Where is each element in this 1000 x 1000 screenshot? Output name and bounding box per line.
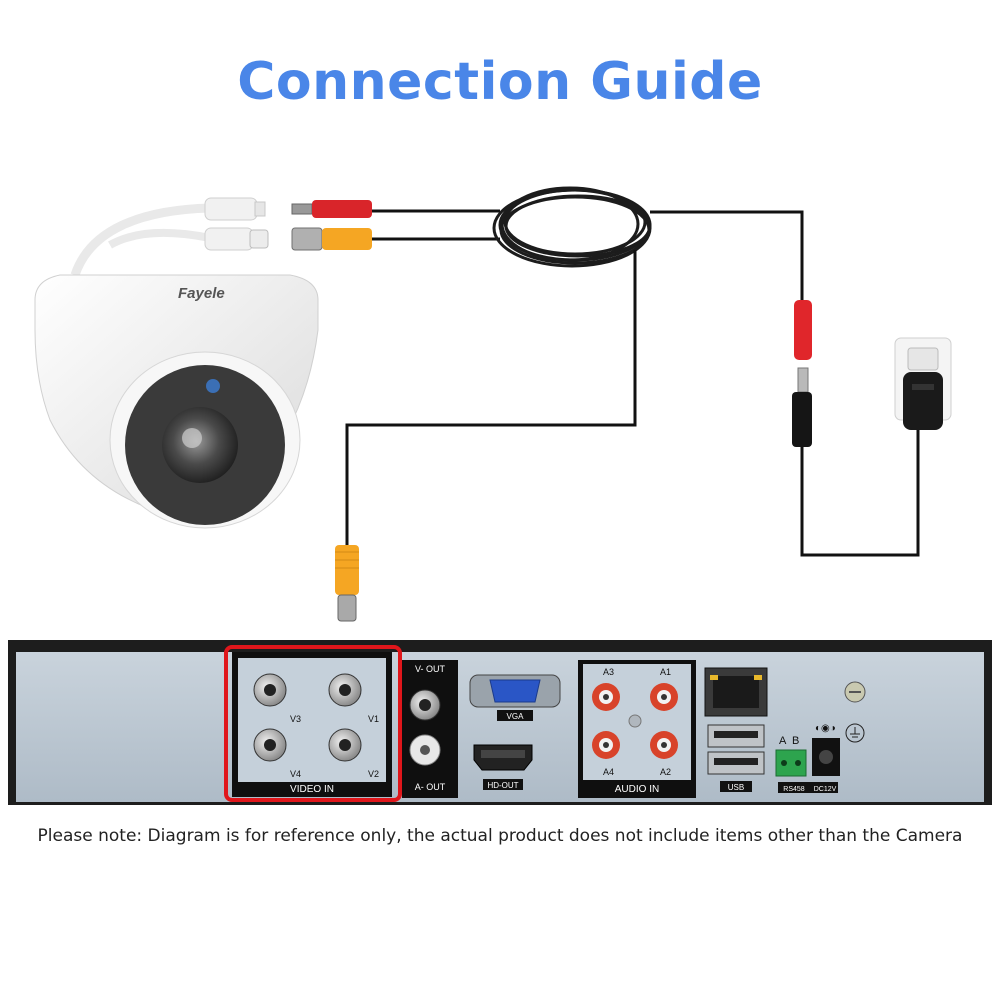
- video-cable: [345, 250, 637, 545]
- dc-label: DC12V: [814, 786, 837, 793]
- bnc-port-v2: [328, 728, 362, 762]
- audio-label-a4: A4: [603, 767, 614, 777]
- rca-port-a1: [650, 683, 678, 711]
- rs485-terminal: [775, 749, 807, 777]
- page-title: Connection Guide: [237, 52, 763, 112]
- rca-port-a3: [592, 683, 620, 711]
- dc-female-connector: [794, 300, 812, 360]
- v-out-port: [409, 689, 441, 721]
- rs485-pin-a: A: [779, 735, 787, 747]
- bnc-video-plug: [335, 545, 359, 622]
- rs485-label: RS458: [783, 786, 805, 793]
- dc-male-connector: [792, 367, 812, 447]
- usb-port-bottom: [707, 751, 765, 775]
- audio-in-label: AUDIO IN: [615, 784, 659, 795]
- extension-cable-end: [291, 200, 500, 251]
- video-in-ports: [253, 673, 362, 762]
- lan-port: [704, 667, 768, 717]
- camera-dc-plug: [204, 197, 266, 221]
- vga-port: [469, 674, 561, 708]
- audio-label-a3: A3: [603, 667, 614, 677]
- power-adapter: [894, 337, 952, 430]
- dome-camera: Fayele: [34, 197, 319, 529]
- power-cable: [650, 210, 804, 300]
- camera-ir-sensor: [206, 379, 220, 393]
- port-label-v2: V2: [368, 769, 379, 779]
- hdmi-port: [473, 744, 533, 771]
- dc-power-jack: [812, 738, 840, 776]
- a-out-label: A- OUT: [415, 782, 446, 792]
- camera-cable: [70, 203, 211, 277]
- v-out-label: V- OUT: [415, 664, 446, 674]
- usb-label: USB: [728, 783, 744, 792]
- rca-port-a4: [592, 731, 620, 759]
- audio-label-a2: A2: [660, 767, 671, 777]
- a-out-port: [409, 734, 441, 766]
- bnc-port-v4: [253, 728, 287, 762]
- dc-polarity-icon: ◐◉◑: [815, 723, 836, 734]
- audio-label-a1: A1: [660, 667, 671, 677]
- camera-bnc-plug: [204, 227, 269, 251]
- hd-out-label: HD-OUT: [487, 781, 518, 790]
- bnc-port-v3: [253, 673, 287, 707]
- camera-brand: Fayele: [178, 285, 225, 302]
- port-label-v1: V1: [368, 714, 379, 724]
- usb-port-top: [707, 724, 765, 748]
- reference-note: Please note: Diagram is for reference on…: [37, 826, 963, 846]
- video-in-highlight: [224, 645, 402, 802]
- bnc-port-v1: [328, 673, 362, 707]
- rs485-pin-b: B: [792, 735, 799, 747]
- ground-screw: [844, 681, 866, 703]
- port-label-v3: V3: [290, 714, 301, 724]
- video-in-label: VIDEO IN: [290, 784, 334, 795]
- vga-label: VGA: [507, 712, 525, 721]
- cable-coil: [492, 186, 652, 268]
- port-label-v4: V4: [290, 769, 301, 779]
- dvr-back-panel: V3 V1 V4 V2 VIDEO IN V- OUT A- OUT VGA H…: [8, 640, 992, 805]
- camera-lens: [162, 407, 238, 483]
- ground-icon: [845, 723, 865, 743]
- rca-port-a2: [650, 731, 678, 759]
